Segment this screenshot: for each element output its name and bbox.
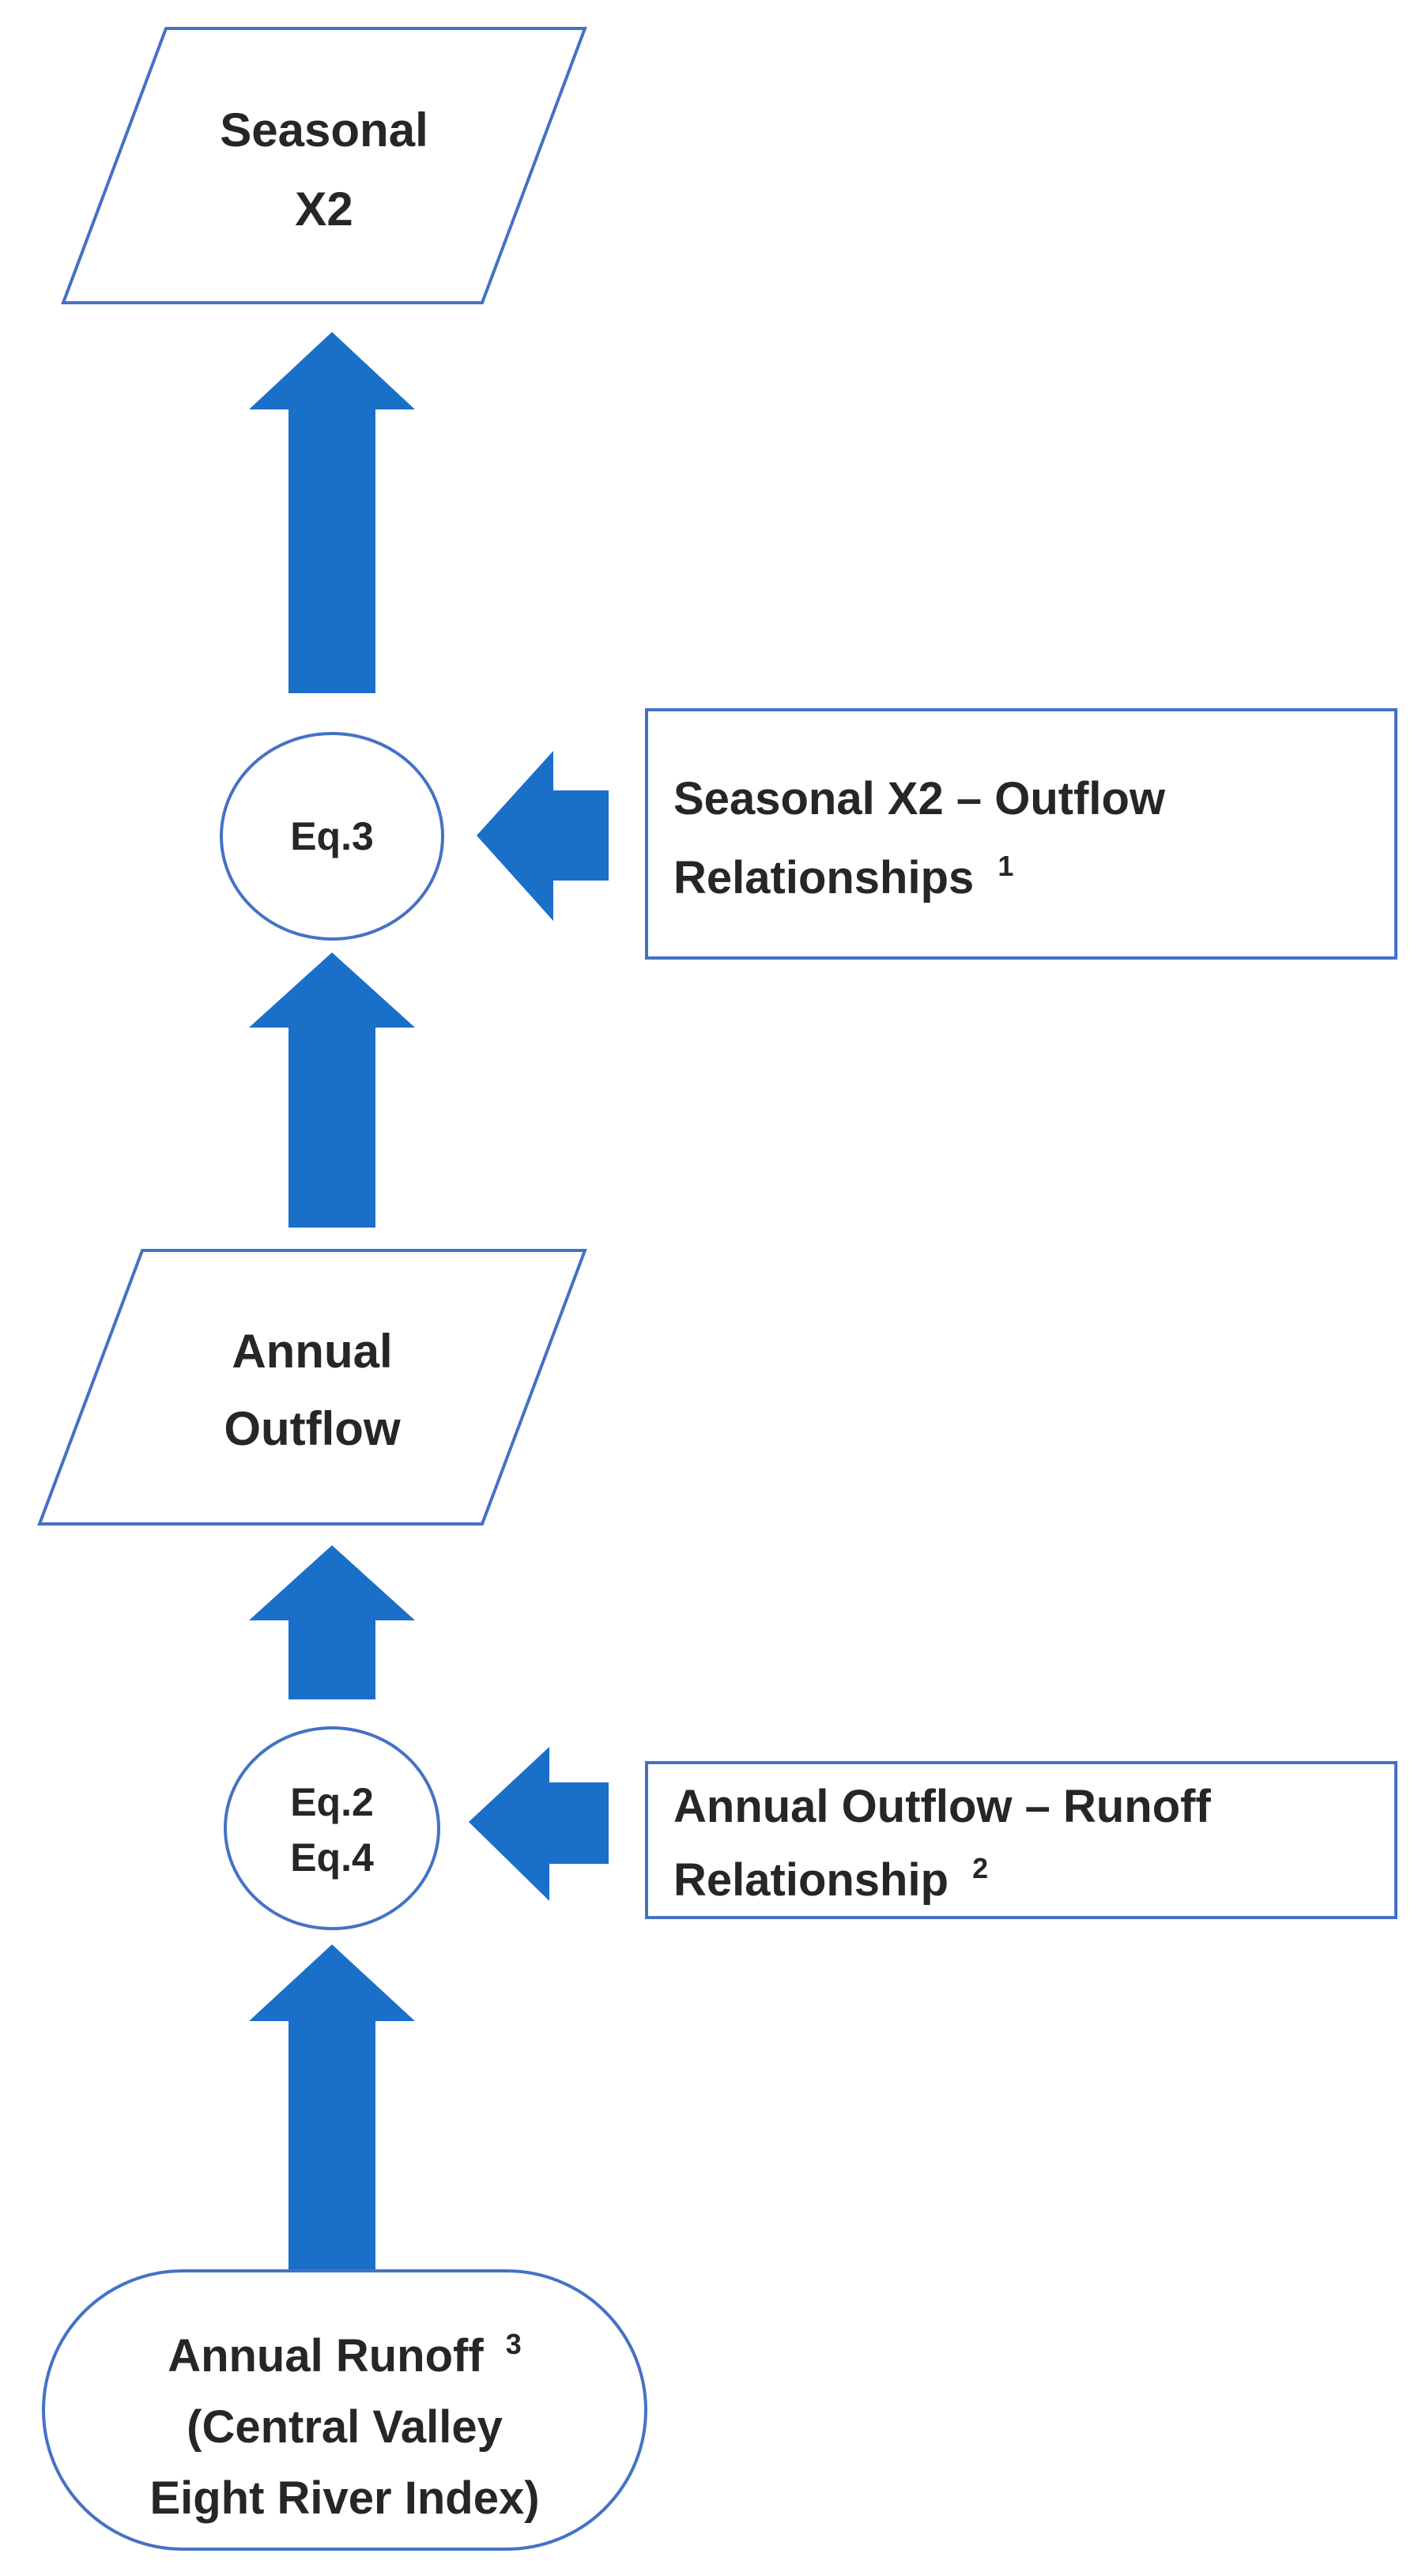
arrow-left-to-eq2-eq4 — [469, 1747, 609, 1901]
outflow-runoff-relationship-line-2: Relationship — [673, 1854, 948, 1906]
annual-outflow-node: Annual Outflow — [37, 1249, 587, 1526]
eq4-label: Eq.4 — [290, 1835, 374, 1880]
eq2-label: Eq.2 — [290, 1780, 374, 1824]
arrow-up-to-annual-outflow — [249, 1545, 415, 1699]
annual-runoff-node: Annual Runoff 3 (Central Valley Eight Ri… — [42, 2269, 647, 2551]
x2-outflow-relationships-line-1: Seasonal X2 – Outflow — [673, 773, 1166, 824]
annual-outflow-line-2: Outflow — [224, 1402, 401, 1455]
outflow-runoff-relationship-superscript: 2 — [972, 1852, 988, 1884]
seasonal-x2-line-1: Seasonal — [220, 104, 428, 157]
outflow-runoff-relationship-line-1: Annual Outflow – Runoff — [673, 1781, 1211, 1832]
seasonal-x2-node: Seasonal X2 — [61, 27, 587, 304]
seasonal-x2-line-2: X2 — [295, 183, 353, 236]
outflow-runoff-relationship-node: Annual Outflow – Runoff Relationship 2 — [645, 1761, 1397, 1919]
x2-outflow-relationships-line-2: Relationships — [673, 852, 974, 903]
annual-runoff-line-2: (Central Valley — [187, 2401, 503, 2453]
annual-runoff-superscript: 3 — [506, 2328, 522, 2360]
arrow-up-to-eq3 — [249, 952, 415, 1228]
svg-text:Relationships 1: Relationships 1 — [673, 850, 1013, 903]
x2-outflow-relationships-node: Seasonal X2 – Outflow Relationships 1 — [645, 708, 1397, 960]
annual-outflow-line-1: Annual — [232, 1325, 392, 1378]
svg-text:Annual Runoff 3: Annual Runoff 3 — [168, 2328, 522, 2382]
annual-runoff-line-1: Annual Runoff — [168, 2330, 484, 2382]
eq3-node: Eq.3 — [220, 732, 444, 941]
svg-text:Relationship 2: Relationship 2 — [673, 1852, 988, 1906]
eq3-label: Eq.3 — [290, 814, 374, 858]
arrow-left-to-eq3 — [477, 751, 609, 921]
annual-runoff-line-3: Eight River Index) — [149, 2472, 539, 2524]
eq2-eq4-node: Eq.2 Eq.4 — [224, 1726, 440, 1930]
arrow-up-to-seasonal-x2 — [249, 332, 415, 693]
arrow-up-to-eq2-eq4 — [249, 1944, 415, 2271]
x2-outflow-relationships-superscript: 1 — [998, 850, 1013, 882]
